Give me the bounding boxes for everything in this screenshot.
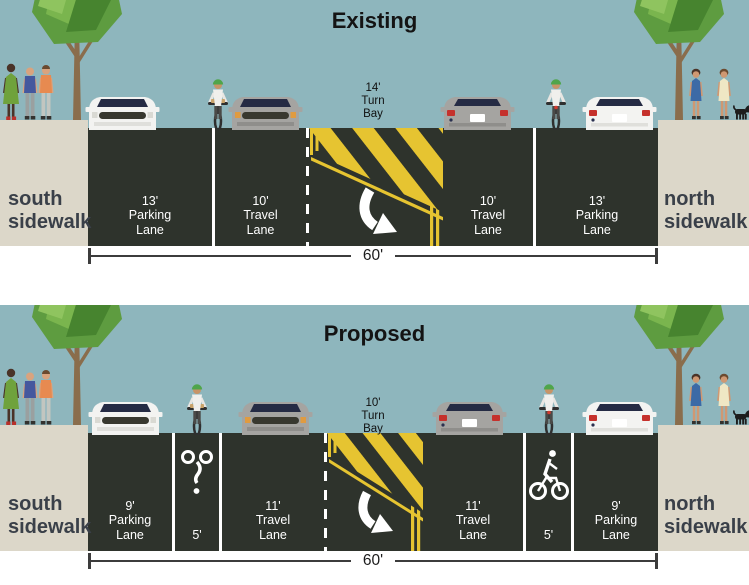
man-blue-shirt: [22, 371, 38, 425]
car-front-gray: [238, 393, 313, 435]
lane-parking-north: 13' Parking Lane: [536, 128, 658, 246]
woman-cream-dress: [716, 68, 732, 120]
lane-label: 5': [543, 527, 554, 542]
turn-bay-marking: [327, 433, 423, 551]
lane-label: 10' Travel Lane: [243, 193, 278, 237]
total-width-label: 60': [350, 246, 396, 266]
turn-arrow: [358, 490, 376, 529]
car-rear-gray: [440, 88, 515, 130]
woman-cream-dress: [716, 373, 732, 425]
cyclist-rear: [536, 381, 562, 435]
south-sidewalk-label: south sidewalk: [8, 188, 92, 233]
turn-bay-label: 10' Turn Bay: [361, 397, 385, 435]
turn-bay-marking: [309, 128, 443, 246]
north-sidewalk-label: north sidewalk: [664, 493, 748, 538]
dog-icon: [733, 105, 749, 120]
existing-cross-section: 13' Parking Lane 10' Travel Lane: [0, 0, 749, 290]
lane-line-white: [212, 128, 215, 246]
dimension-line: 60': [88, 551, 658, 573]
bike-lane-symbol: [527, 447, 571, 501]
car-rear-white: [582, 393, 657, 435]
man-orange-shirt: [38, 64, 54, 120]
dimension-tick: [88, 553, 91, 569]
lane-line-dashed: [306, 128, 309, 246]
car-rear-white: [582, 88, 657, 130]
lane-label: 10' Travel Lane: [470, 193, 506, 237]
woman-green-dress: [2, 367, 20, 425]
lane-line-dashed: [324, 433, 327, 551]
panel-title: Proposed: [323, 321, 426, 346]
lane-line-white: [571, 433, 574, 551]
lane-label: 11' Travel Lane: [255, 498, 291, 542]
lane-line-white: [219, 433, 222, 551]
south-sidewalk: [0, 120, 88, 246]
car-rear-gray: [432, 393, 507, 435]
lane-parking-north: 9' Parking Lane: [574, 433, 658, 551]
proposed-cross-section: 9' Parking Lane 5' 11' Travel Lane: [0, 305, 749, 585]
roadway: 13' Parking Lane 10' Travel Lane: [88, 128, 658, 246]
total-width-label: 60': [350, 551, 396, 571]
lane-line-white: [523, 433, 526, 551]
lane-parking-south: 9' Parking Lane: [88, 433, 172, 551]
lane-label: 11' Travel Lane: [455, 498, 491, 542]
dimension-tick: [655, 553, 658, 569]
lane-travel-south: 11' Travel Lane: [222, 433, 324, 551]
dimension-tick: [88, 248, 91, 264]
bike-lane-symbol: [180, 447, 214, 499]
turn-arrow: [359, 187, 379, 231]
car-front-gray: [228, 88, 303, 130]
lane-label: 9' Parking Lane: [108, 498, 152, 542]
lane-travel-south: 10' Travel Lane: [215, 128, 306, 246]
man-orange-shirt: [38, 369, 54, 425]
dimension-tick: [655, 248, 658, 264]
lane-travel-north: 10' Travel Lane: [443, 128, 533, 246]
lane-travel-north: 11' Travel Lane: [423, 433, 523, 551]
man-blue-shirt: [22, 66, 38, 120]
woman-blue-dress: [688, 68, 704, 120]
roadway: 9' Parking Lane 5' 11' Travel Lane: [88, 433, 658, 551]
lane-line-white: [533, 128, 536, 246]
lane-parking-south: 13' Parking Lane: [88, 128, 212, 246]
lane-bike-north: 5': [526, 433, 571, 551]
turn-bay-label: 14' Turn Bay: [361, 82, 385, 120]
cyclist-front: [184, 381, 210, 435]
woman-blue-dress: [688, 373, 704, 425]
lane-label: 5': [192, 527, 202, 542]
lane-label: 13' Parking Lane: [575, 193, 619, 237]
south-sidewalk-label: south sidewalk: [8, 493, 92, 538]
cyclist-rear: [543, 76, 569, 130]
south-sidewalk: [0, 425, 88, 551]
dimension-line: 60': [88, 246, 658, 268]
dog-icon: [733, 410, 749, 425]
car-front-white: [85, 88, 160, 130]
car-front-white: [88, 393, 163, 435]
north-sidewalk: [658, 120, 749, 246]
lane-label: 9' Parking Lane: [594, 498, 638, 542]
panel-title: Existing: [331, 8, 418, 33]
north-sidewalk: [658, 425, 749, 551]
lane-bike-south: 5': [175, 433, 219, 551]
woman-green-dress: [2, 62, 20, 120]
lane-line-white: [172, 433, 175, 551]
lane-label: 13' Parking Lane: [128, 193, 172, 237]
north-sidewalk-label: north sidewalk: [664, 188, 748, 233]
